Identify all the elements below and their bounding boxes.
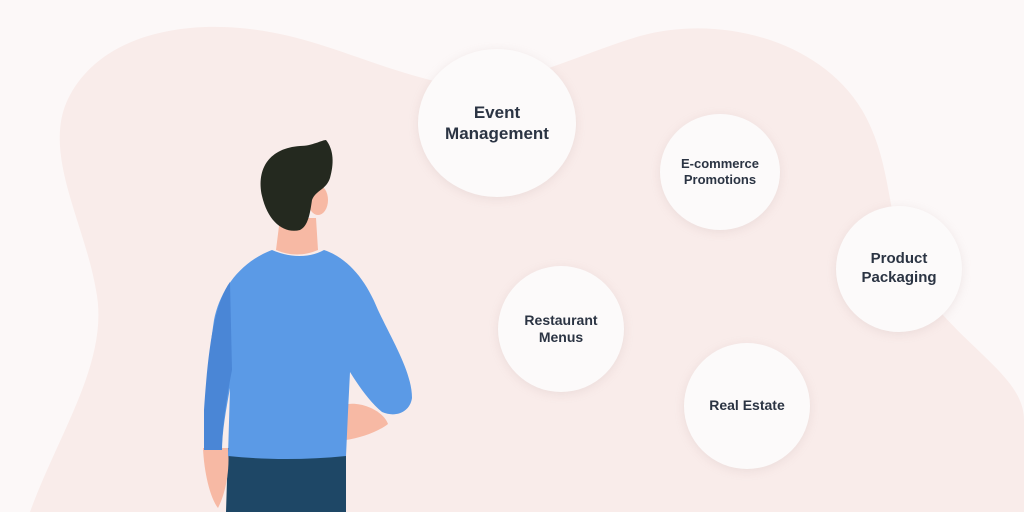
hair	[260, 140, 333, 231]
topic-bubble-ecommerce-promotions: E-commerce Promotions	[660, 114, 780, 230]
left-hand	[203, 448, 229, 508]
right-hand	[346, 403, 388, 440]
topic-bubble-restaurant-menus: Restaurant Menus	[498, 266, 624, 392]
topic-label-line1: Restaurant	[524, 311, 598, 328]
topic-label-line2: Menus	[538, 329, 584, 345]
topic-label-line2: Promotions	[683, 172, 757, 187]
pants	[226, 448, 346, 512]
topic-bubble-product-packaging: Product Packaging	[836, 206, 962, 332]
topic-label-line1: Real Estate	[709, 397, 785, 414]
man-figure	[203, 140, 412, 512]
shirt-shadow	[204, 282, 232, 450]
topic-label-line2: Management	[445, 124, 549, 143]
topic-bubble-real-estate: Real Estate	[684, 343, 810, 469]
topic-bubble-event-management: Event Management	[418, 49, 576, 197]
shirt	[204, 250, 412, 459]
topic-label-line2: Packaging	[861, 269, 937, 286]
topic-label-line1: Product	[870, 250, 928, 268]
topic-label-line1: Event	[473, 102, 521, 122]
topic-label-line1: E-commerce	[680, 155, 760, 171]
